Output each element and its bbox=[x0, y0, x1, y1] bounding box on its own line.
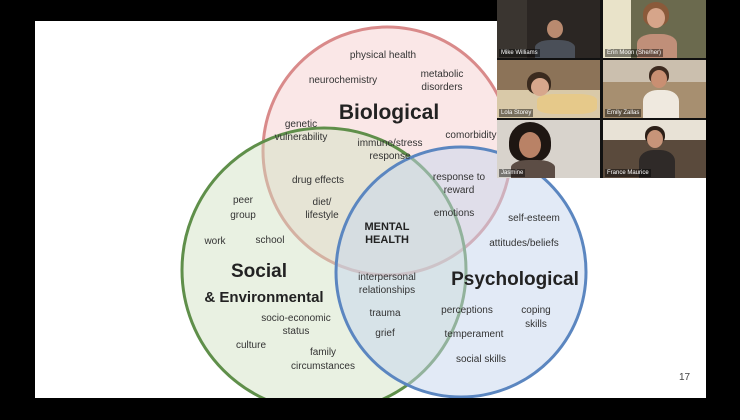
participant-avatar bbox=[647, 8, 665, 28]
participant-torso bbox=[643, 90, 679, 118]
term-family-line2: circumstances bbox=[291, 361, 355, 372]
term-socio-line2: status bbox=[283, 326, 310, 337]
participant-avatar bbox=[531, 78, 549, 96]
term-emotions: emotions bbox=[434, 208, 475, 219]
term-temperament: temperament bbox=[445, 329, 504, 340]
center-label-line2: HEALTH bbox=[365, 234, 409, 246]
participant-avatar bbox=[547, 20, 563, 38]
term-response-line2: reward bbox=[444, 185, 475, 196]
term-perceptions: perceptions bbox=[441, 305, 493, 316]
term-comorbidity: comorbidity bbox=[445, 130, 496, 141]
social-title: Social bbox=[231, 261, 287, 282]
term-attitudes: attitudes/beliefs bbox=[489, 238, 559, 249]
slide-page-number: 17 bbox=[679, 372, 691, 383]
term-work: work bbox=[203, 236, 226, 247]
participant-name: France Maurice bbox=[605, 169, 651, 177]
psychological-circle bbox=[334, 145, 588, 398]
video-tile[interactable]: Emily Zallas bbox=[603, 60, 706, 118]
video-tile[interactable]: Jasmine bbox=[497, 120, 600, 178]
term-peer-line2: group bbox=[230, 210, 256, 221]
term-peer-line1: peer bbox=[233, 195, 254, 206]
center-label-line1: MENTAL bbox=[364, 221, 409, 233]
participant-torso bbox=[639, 150, 675, 178]
term-grief: grief bbox=[375, 328, 395, 339]
video-tile[interactable]: Mike Williams bbox=[497, 0, 600, 58]
term-genetic-line2: vulnerability bbox=[275, 132, 328, 143]
video-tile[interactable]: Lola Storey bbox=[497, 60, 600, 118]
term-social-skills: social skills bbox=[456, 354, 506, 365]
term-genetic-line1: genetic bbox=[285, 119, 317, 130]
term-neurochemistry: neurochemistry bbox=[309, 75, 377, 86]
term-school: school bbox=[256, 235, 285, 246]
term-culture: culture bbox=[236, 340, 266, 351]
participant-name: Mike Williams bbox=[499, 49, 540, 57]
term-response-line1: response to bbox=[433, 172, 486, 183]
term-coping-line2: skills bbox=[525, 319, 547, 330]
term-immune-line2: response bbox=[369, 151, 411, 162]
participant-avatar bbox=[647, 130, 663, 148]
participant-avatar bbox=[519, 132, 541, 158]
participant-torso bbox=[637, 34, 677, 58]
term-immune-line1: immune/stress bbox=[357, 138, 422, 149]
term-physical-health: physical health bbox=[350, 50, 416, 61]
video-tile[interactable]: France Maurice bbox=[603, 120, 706, 178]
participant-name: Lola Storey bbox=[499, 109, 534, 117]
participant-torso bbox=[537, 94, 597, 114]
venn-circles bbox=[180, 25, 588, 398]
video-tile[interactable]: Erin Moon (She/her) bbox=[603, 0, 706, 58]
term-self-esteem: self-esteem bbox=[508, 213, 560, 224]
biological-title: Biological bbox=[339, 101, 439, 124]
participant-avatar bbox=[651, 70, 667, 88]
term-diet-line1: diet/ bbox=[313, 197, 332, 208]
venn-diagram: Biological Social & Environmental Psycho… bbox=[180, 25, 588, 398]
term-metabolic-line2: disorders bbox=[421, 82, 462, 93]
term-interpersonal-line1: interpersonal bbox=[358, 272, 416, 283]
term-family-line1: family bbox=[310, 347, 336, 358]
term-coping-line1: coping bbox=[521, 305, 550, 316]
term-metabolic-line1: metabolic bbox=[421, 69, 464, 80]
environmental-title: & Environmental bbox=[204, 289, 323, 306]
psychological-title: Psychological bbox=[451, 269, 579, 290]
participant-name: Jasmine bbox=[499, 169, 526, 177]
term-interpersonal-line2: relationships bbox=[359, 285, 415, 296]
participant-torso bbox=[535, 40, 575, 58]
term-diet-line2: lifestyle bbox=[305, 210, 339, 221]
participant-torso bbox=[511, 160, 555, 178]
participant-name: Emily Zallas bbox=[605, 109, 642, 117]
video-gallery: Mike Williams Erin Moon (She/her) Lola S… bbox=[497, 0, 706, 178]
participant-name: Erin Moon (She/her) bbox=[605, 49, 664, 57]
term-drug-effects: drug effects bbox=[292, 175, 344, 186]
term-trauma: trauma bbox=[369, 308, 401, 319]
term-socio-line1: socio-economic bbox=[261, 313, 330, 324]
